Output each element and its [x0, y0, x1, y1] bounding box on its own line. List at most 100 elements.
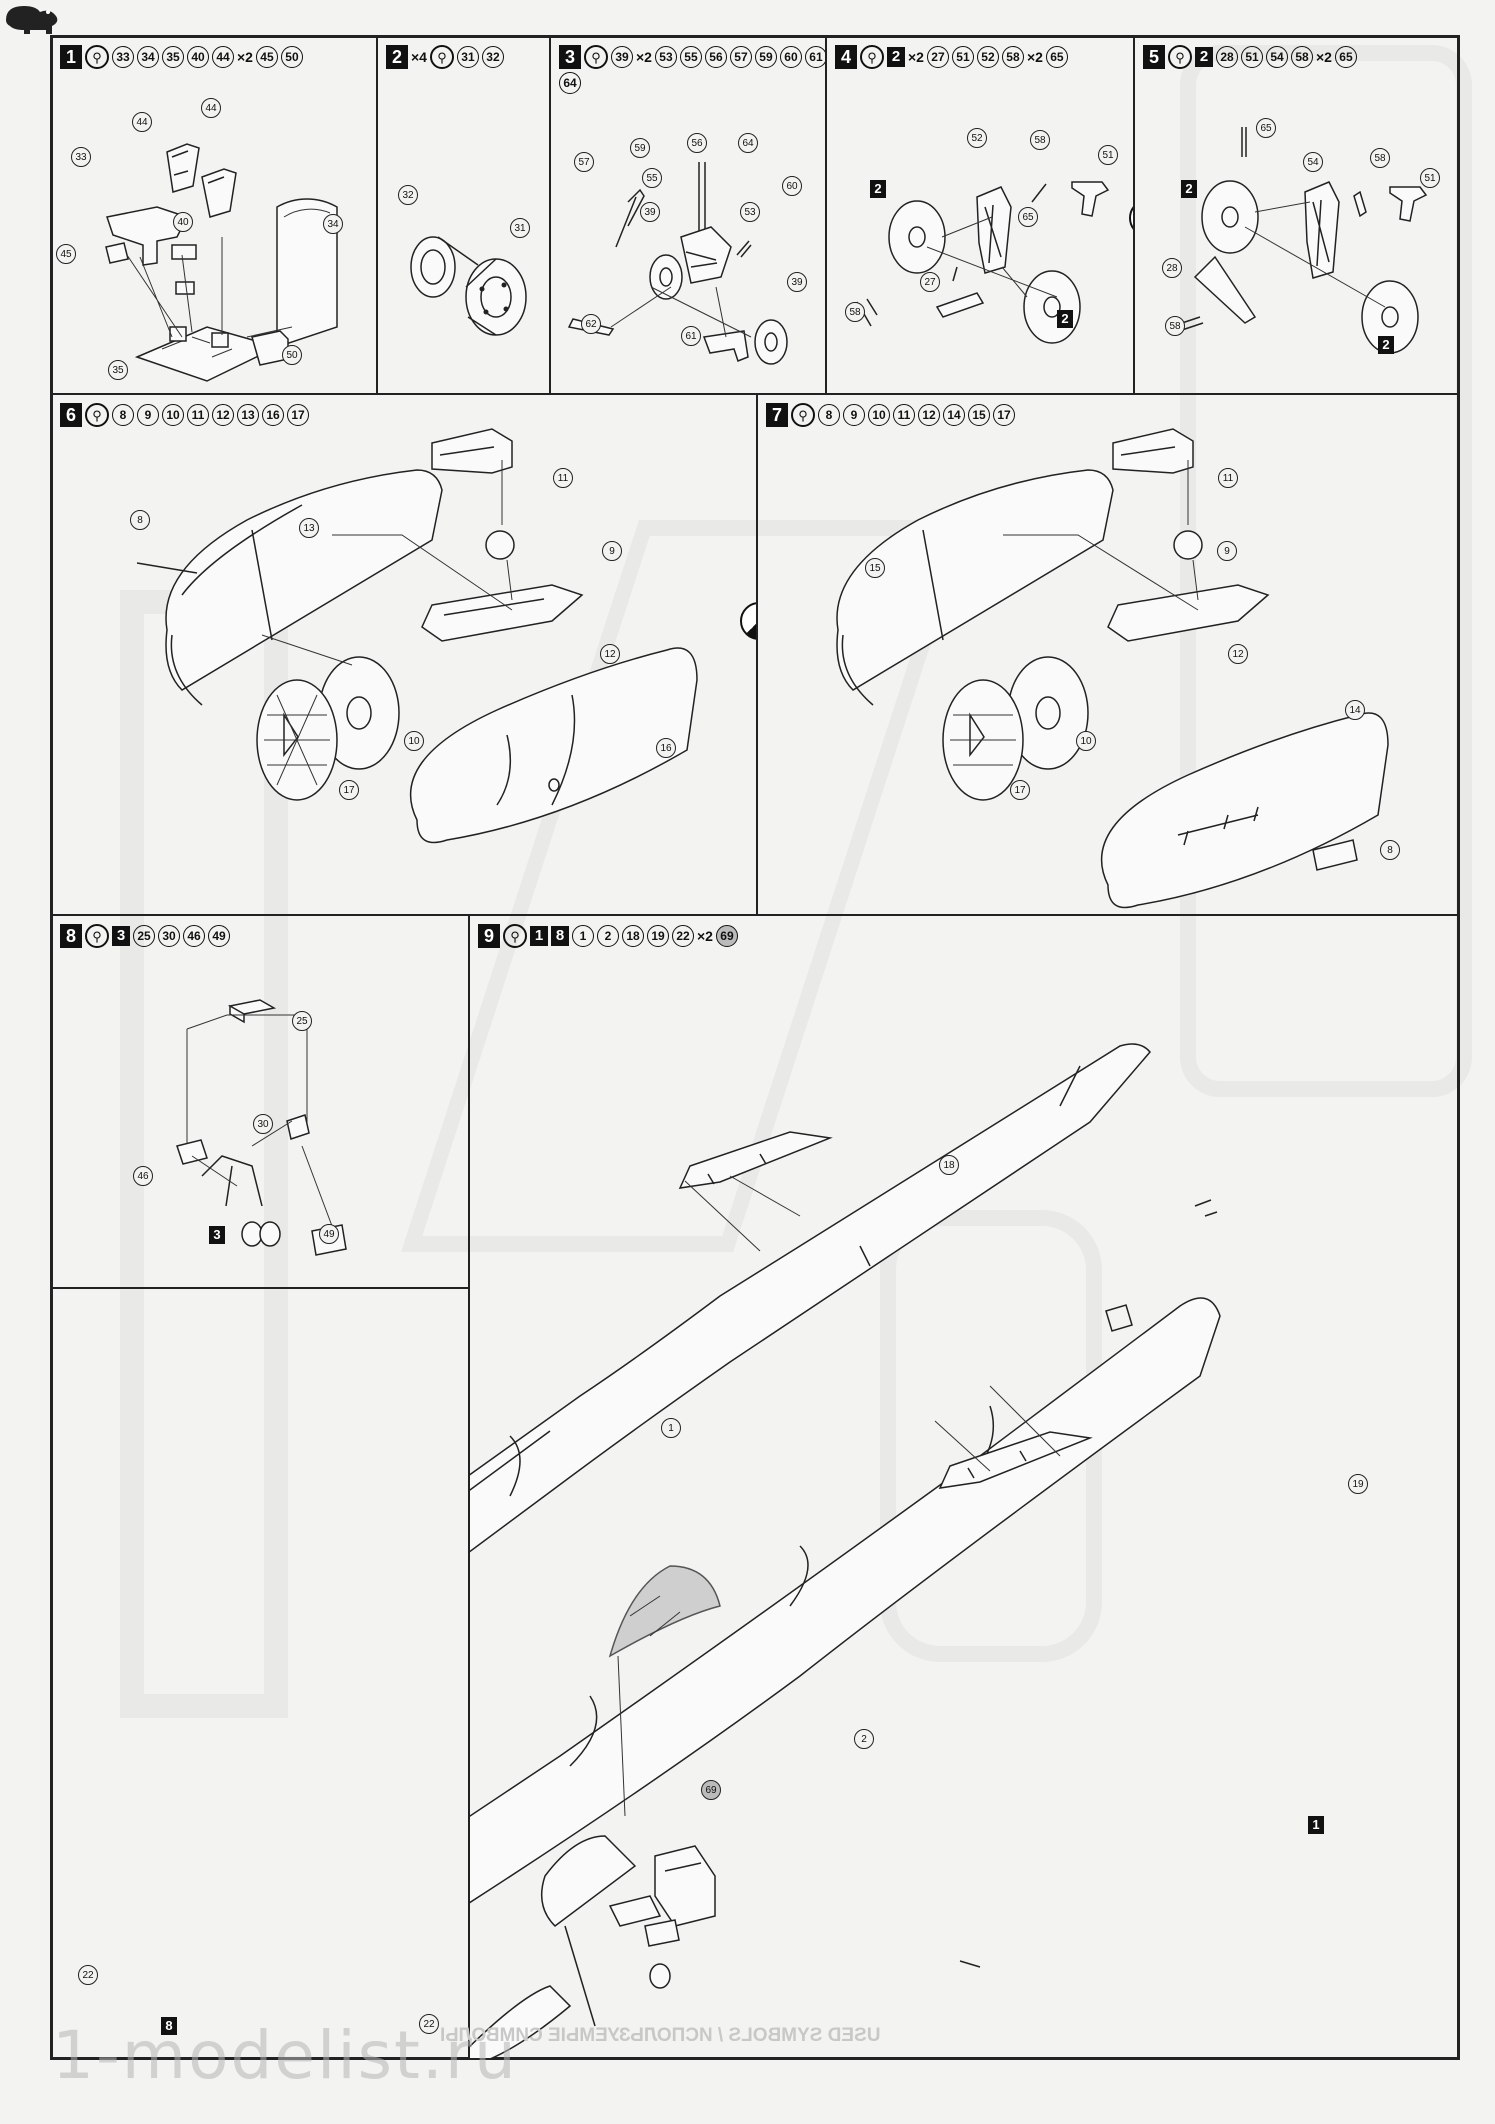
part-number: 8	[818, 404, 840, 426]
glue-tube-icon: ⚲	[85, 924, 109, 948]
step-2-drawing	[410, 236, 527, 336]
part-number: 39	[611, 46, 633, 68]
part-callout: 16	[656, 738, 676, 758]
part-callout: 18	[939, 1155, 959, 1175]
part-number: 51	[951, 46, 974, 68]
part-number: 55	[679, 46, 702, 68]
quantity-multiplier: ×2	[1316, 49, 1332, 65]
part-callout: 51	[1098, 145, 1118, 165]
part-callout: 44	[132, 112, 152, 132]
part-callout: 59	[630, 138, 650, 158]
part-number: 13	[237, 404, 259, 426]
step-9-drawing	[470, 1043, 1221, 2058]
part-callout: 65	[1018, 207, 1038, 227]
part-callout: 69	[701, 1780, 721, 1800]
step-5-number: 5	[1143, 45, 1165, 69]
glue-tube-icon: ⚲	[860, 45, 884, 69]
part-callout: 9	[1217, 541, 1237, 561]
part-callout: 44	[201, 98, 221, 118]
step-4-number: 4	[835, 45, 857, 69]
part-number: 57	[729, 46, 752, 68]
part-callout: 58	[1030, 130, 1050, 150]
part-callout: 12	[600, 644, 620, 664]
part-number: 46	[183, 925, 205, 947]
quantity-multiplier: ×2	[1026, 49, 1043, 65]
part-number: 54	[1266, 46, 1288, 68]
part-number: 52	[976, 46, 999, 68]
part-callout: 8	[1380, 840, 1400, 860]
glue-tube-icon: ⚲	[429, 45, 454, 69]
part-number: 49	[208, 925, 230, 947]
part-callout: 12	[1228, 644, 1248, 664]
clear-part-number: 69	[715, 925, 738, 947]
step-reference-callout: 2	[1378, 336, 1394, 354]
part-number: 44	[212, 46, 234, 68]
part-callout: 14	[1345, 700, 1365, 720]
quantity-multiplier: ×2	[237, 49, 253, 65]
part-callout: 62	[581, 314, 601, 334]
part-callout: 60	[782, 176, 802, 196]
part-number: 28	[1216, 46, 1238, 68]
part-callout: 49	[319, 1224, 339, 1244]
quantity-multiplier: ×2	[697, 928, 713, 944]
part-callout: 65	[1256, 118, 1276, 138]
part-callout: 25	[292, 1011, 312, 1031]
part-callout: 10	[1076, 731, 1096, 751]
quantity-multiplier: ×4	[411, 49, 427, 65]
part-callout: 1	[661, 1418, 681, 1438]
part-number: 11	[893, 404, 915, 426]
part-callout: 61	[681, 326, 701, 346]
step-9-number: 9	[478, 924, 500, 948]
part-callout: 10	[404, 731, 424, 751]
part-number: 10	[868, 404, 890, 426]
part-callout: 17	[339, 780, 359, 800]
glue-tube-icon: ⚲	[584, 45, 608, 69]
step-reference: 8	[551, 926, 569, 946]
part-callout: 22	[419, 2014, 439, 2034]
part-number: 8	[112, 404, 134, 426]
part-number: 50	[280, 46, 303, 68]
step-3-number: 3	[559, 45, 581, 69]
part-callout: 39	[640, 202, 660, 222]
part-number: 32	[481, 46, 504, 68]
step-5-drawing	[1169, 127, 1428, 354]
part-number: 12	[918, 404, 940, 426]
step-reference-callout: 8	[161, 2017, 177, 2035]
part-number: 31	[456, 46, 479, 68]
part-callout: 58	[1370, 148, 1390, 168]
part-callout: 40	[173, 212, 193, 232]
step-6-drawing	[136, 428, 698, 844]
part-callout: 45	[56, 244, 76, 264]
part-callout: 2	[854, 1729, 874, 1749]
part-number: 9	[137, 404, 159, 426]
glue-tube-icon: ⚲	[1168, 45, 1192, 69]
part-callout: 55	[642, 168, 662, 188]
part-callout: 50	[282, 345, 302, 365]
glue-tube-icon: ⚲	[85, 45, 109, 69]
part-number: 27	[926, 46, 949, 68]
part-number: 40	[187, 46, 209, 68]
part-callout: 28	[1162, 258, 1182, 278]
part-callout: 64	[738, 133, 758, 153]
part-callout: 58	[1165, 316, 1185, 336]
part-number: 30	[158, 925, 180, 947]
part-number: 35	[162, 46, 184, 68]
part-callout: 22	[78, 1965, 98, 1985]
part-number: 51	[1241, 46, 1263, 68]
part-callout: 9	[602, 541, 622, 561]
step-reference: 3	[112, 926, 130, 946]
part-number: 11	[187, 404, 209, 426]
glue-tube-icon: ⚲	[791, 403, 815, 427]
part-callout: 17	[1010, 780, 1030, 800]
